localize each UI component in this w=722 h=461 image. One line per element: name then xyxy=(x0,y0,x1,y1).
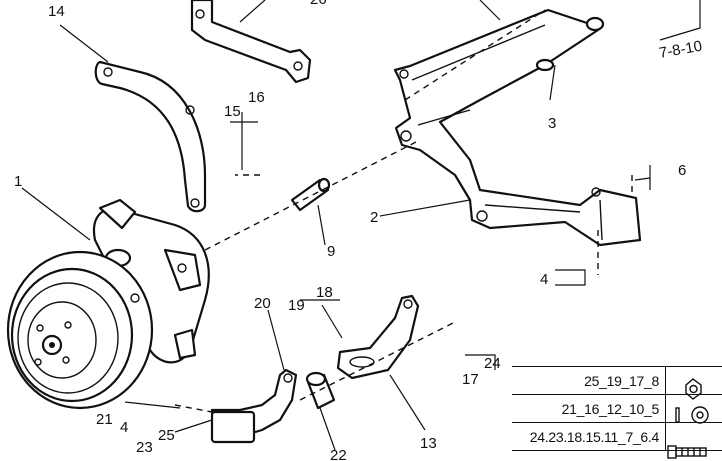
callout-17: 17 xyxy=(462,371,479,388)
spacer-part-9 xyxy=(290,177,331,212)
callout-4-right: 4 xyxy=(540,271,548,288)
callout-13: 13 xyxy=(420,435,437,452)
leader-lines xyxy=(21,0,701,451)
legend-row: 21_16_12_10_5 xyxy=(512,394,722,423)
callout-20: 20 xyxy=(254,295,271,312)
fastener-legend-table: 25_19_17_8 21_16_12_10_5 24.23.18.15.11_… xyxy=(512,366,722,451)
callout-19: 19 xyxy=(288,297,305,314)
legend-icon-cell xyxy=(665,366,722,395)
callout-14: 14 xyxy=(48,3,65,20)
adjustment-link-part-13 xyxy=(336,294,420,380)
callout-1: 1 xyxy=(14,173,22,190)
callout-25: 25 xyxy=(158,427,175,444)
callout-21: 21 xyxy=(96,411,113,428)
callout-3: 3 xyxy=(548,115,556,132)
callout-26: 26 xyxy=(310,0,327,8)
centre-lines xyxy=(174,9,633,413)
callout-22: 22 xyxy=(330,447,347,461)
legend-row: 24.23.18.15.11_7_6.4 xyxy=(512,422,722,451)
callout-7-8-10: 7-8-10 xyxy=(658,38,704,62)
callout-18: 18 xyxy=(316,284,333,301)
callout-6: 6 xyxy=(678,162,686,179)
legend-code-bolts: 24.23.18.15.11_7_6.4 xyxy=(512,422,666,451)
callout-15: 15 xyxy=(224,103,241,120)
callout-24: 24 xyxy=(484,355,501,372)
sleeve-part-22 xyxy=(305,371,336,410)
compressor-part-1 xyxy=(6,198,210,410)
legend-code-nuts: 25_19_17_8 xyxy=(512,366,666,395)
strap-part-26 xyxy=(190,0,312,84)
upper-bracket-part-14 xyxy=(94,60,207,213)
legend-code-washers: 21_16_12_10_5 xyxy=(512,394,666,423)
callout-9: 9 xyxy=(327,243,335,260)
legend-icon-cell xyxy=(665,422,722,451)
callout-2: 2 xyxy=(370,209,378,226)
callout-4-left: 4 xyxy=(120,419,128,436)
callout-23: 23 xyxy=(136,439,153,456)
legend-row: 25_19_17_8 xyxy=(512,366,722,395)
lower-arm-part-20 xyxy=(210,368,298,444)
legend-icon-cell xyxy=(665,394,722,423)
mounting-bracket-part-2 xyxy=(393,8,642,247)
callout-16: 16 xyxy=(248,89,265,106)
